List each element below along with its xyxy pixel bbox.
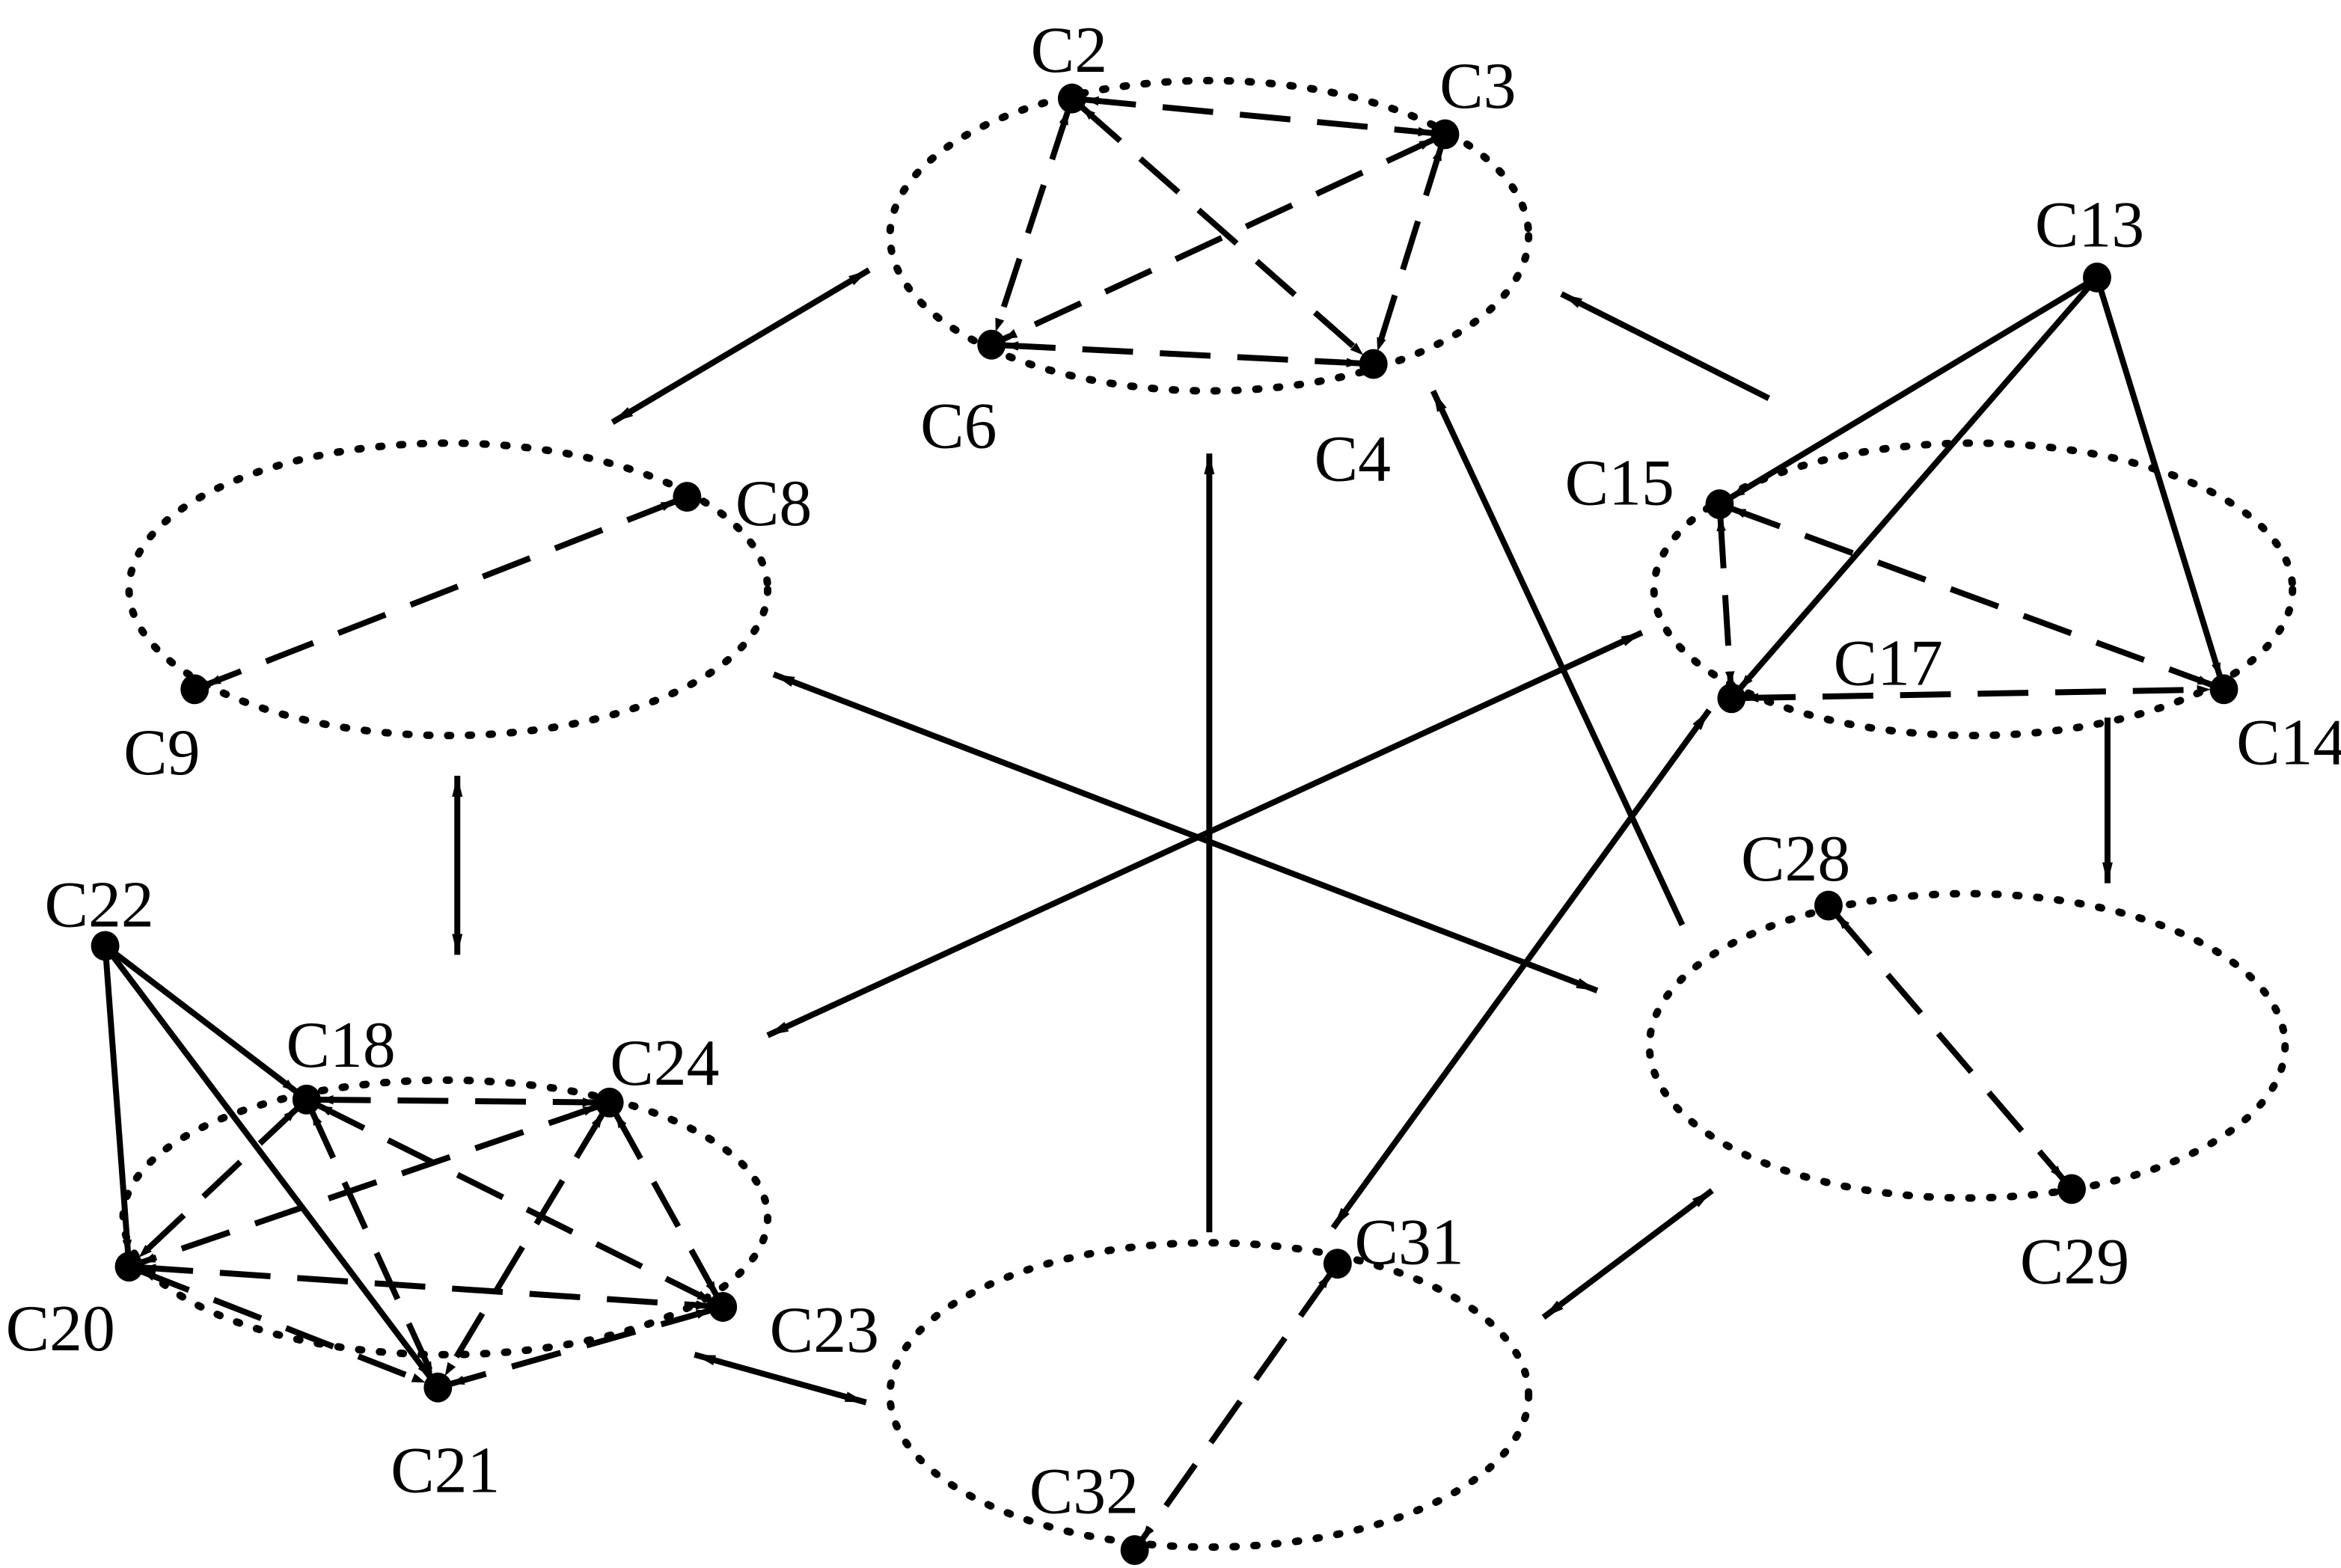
edge-c31-c32 — [1139, 1273, 1332, 1541]
edge-c24-c23 — [613, 1112, 719, 1297]
edge-c18-c24 — [319, 1094, 596, 1107]
cluster-edge-k3-k1 — [1560, 291, 1771, 402]
cluster-edge-k2-k4 — [772, 671, 1599, 993]
edge-c23-c21 — [450, 1308, 712, 1387]
node-c28 — [1814, 890, 1843, 921]
edge-c6-c4 — [1004, 341, 1361, 368]
edge-c8-c9 — [206, 498, 676, 687]
node-label-c2: C2 — [1031, 13, 1107, 86]
cluster-k2 — [125, 439, 772, 740]
node-c23 — [709, 1292, 738, 1322]
cluster-k4 — [1645, 889, 2289, 1202]
node-label-c32: C32 — [1029, 1454, 1139, 1527]
edge-c13-c17 — [1738, 284, 2092, 690]
cluster-k3 — [1650, 439, 2297, 740]
edge-c2-c6 — [992, 110, 1071, 333]
node-c17 — [1717, 683, 1746, 714]
node-label-c21: C21 — [391, 1433, 500, 1506]
edge-c22-c18 — [112, 950, 298, 1094]
node-label-c9: C9 — [123, 716, 200, 788]
node-c18 — [292, 1084, 321, 1115]
edge-c28-c29 — [1834, 913, 2066, 1181]
edge-c20-c23 — [142, 1264, 710, 1310]
node-c8 — [673, 482, 702, 512]
node-c31 — [1323, 1249, 1352, 1279]
node-c20 — [114, 1252, 144, 1282]
cluster-edge-k6-k5 — [694, 1351, 867, 1406]
cluster-k1 — [886, 76, 1533, 395]
node-label-c28: C28 — [1741, 822, 1850, 895]
node-c13 — [2083, 262, 2111, 293]
edge-c20-c21 — [140, 1268, 427, 1385]
node-c2 — [1057, 83, 1086, 114]
node-c22 — [91, 931, 120, 961]
edge-c15-c14 — [1730, 506, 2212, 687]
edge-c17-c14 — [1745, 685, 2211, 702]
node-c24 — [595, 1087, 624, 1118]
node-c9 — [180, 674, 209, 705]
node-label-c29: C29 — [2020, 1225, 2129, 1297]
cluster-edge-k5-k4 — [1541, 1188, 1714, 1320]
node-c21 — [423, 1372, 453, 1403]
node-label-c23: C23 — [770, 1293, 879, 1366]
node-label-c20: C20 — [6, 1292, 115, 1365]
edge-c24-c20 — [141, 1103, 598, 1266]
node-label-c17: C17 — [1834, 627, 1943, 699]
node-label-c31: C31 — [1354, 1205, 1463, 1278]
edge-c15-c17 — [1716, 517, 1735, 685]
node-c6 — [977, 329, 1006, 360]
node-c4 — [1359, 349, 1388, 379]
edge-c2-c3 — [1085, 96, 1432, 137]
node-c32 — [1120, 1535, 1149, 1566]
edge-c24-c21 — [442, 1112, 605, 1378]
node-label-c18: C18 — [287, 1008, 396, 1081]
edge-c3-c4 — [1374, 146, 1444, 352]
node-c3 — [1430, 119, 1460, 150]
cluster-k5 — [886, 1239, 1533, 1552]
edge-c13-c14 — [2097, 288, 2223, 678]
node-label-c15: C15 — [1565, 446, 1674, 518]
node-label-c13: C13 — [2035, 188, 2144, 260]
edges-layer — [102, 96, 2223, 1541]
edge-c2-c4 — [1080, 105, 1365, 358]
node-label-c22: C22 — [44, 869, 153, 941]
cluster-edge-k1-k2 — [611, 267, 871, 425]
cluster-edge-k3-k6 — [766, 629, 1644, 1038]
node-label-c8: C8 — [735, 467, 812, 539]
node-label-c14: C14 — [2236, 705, 2341, 778]
node-label-c4: C4 — [1315, 422, 1391, 494]
node-label-c6: C6 — [920, 389, 997, 462]
node-label-c24: C24 — [610, 1026, 719, 1099]
node-c29 — [2057, 1174, 2086, 1204]
edge-c22-c20 — [102, 957, 132, 1254]
edge-c3-c6 — [1002, 137, 1434, 342]
cluster-edge-c31-c17 — [1330, 708, 1712, 1230]
node-c14 — [2209, 674, 2239, 705]
node-c15 — [1705, 489, 1734, 520]
edge-c22-c21 — [109, 953, 432, 1379]
edge-c13-c15 — [1729, 281, 2089, 500]
node-label-c3: C3 — [1439, 49, 1516, 122]
